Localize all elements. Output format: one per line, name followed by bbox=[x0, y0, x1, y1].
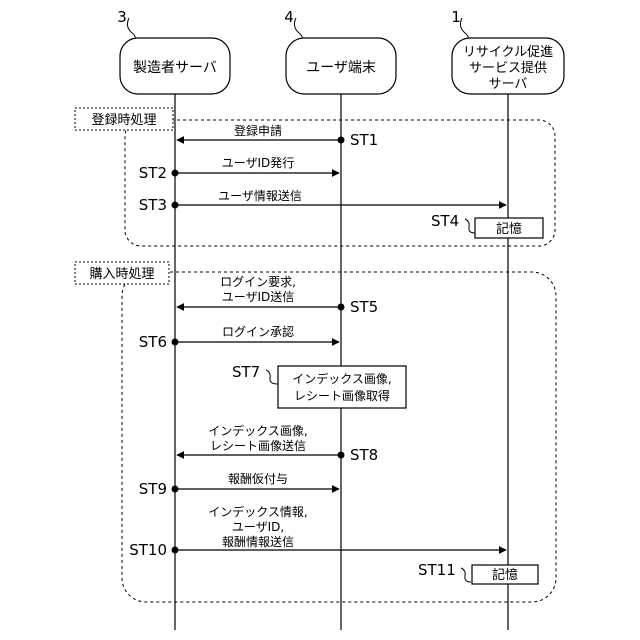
message-label: 報酬情報送信 bbox=[222, 534, 294, 549]
actor-label: サービス提供 bbox=[469, 60, 547, 76]
actor-manufacturer-server: 3 製造者サーバ bbox=[117, 8, 230, 94]
process-st7: ST7 インデックス画像, レシート画像取得 bbox=[232, 363, 406, 408]
actor-label: ユーザ端末 bbox=[306, 60, 376, 76]
process-label: 記憶 bbox=[492, 567, 518, 583]
step-label: ST2 bbox=[139, 164, 167, 182]
message-label: ログイン承認 bbox=[222, 324, 294, 339]
phase-label: 登録時処理 bbox=[91, 113, 156, 128]
message-st10: インデックス情報, ユーザID, 報酬情報送信 ST10 bbox=[129, 504, 506, 559]
step-label: ST3 bbox=[139, 196, 167, 214]
message-st5: ログイン要求, ユーザID送信 ST5 bbox=[177, 275, 378, 316]
actor-ref-number: 4 bbox=[284, 8, 294, 26]
process-st4: ST4 記憶 bbox=[431, 212, 543, 238]
message-label: ユーザID発行 bbox=[222, 156, 295, 170]
message-st8: インデックス画像, レシート画像送信 ST8 bbox=[177, 423, 378, 464]
step-label: ST8 bbox=[350, 446, 378, 464]
message-label: ユーザ情報送信 bbox=[218, 188, 302, 203]
step-label: ST9 bbox=[139, 480, 167, 498]
message-label: ユーザID送信 bbox=[222, 289, 295, 304]
process-label: レシート画像取得 bbox=[294, 388, 390, 403]
actor-user-terminal: 4 ユーザ端末 bbox=[284, 8, 396, 94]
actor-label: 製造者サーバ bbox=[133, 60, 217, 76]
message-label: 報酬仮付与 bbox=[228, 472, 288, 486]
message-label: レシート画像送信 bbox=[210, 438, 306, 453]
process-st11: ST11 記憶 bbox=[418, 561, 538, 584]
message-st3: ユーザ情報送信 ST3 bbox=[139, 188, 506, 214]
phase-label: 購入時処理 bbox=[89, 267, 154, 282]
process-label: 記憶 bbox=[496, 221, 522, 237]
message-label: インデックス情報, bbox=[208, 504, 307, 519]
message-st6: ログイン承認 ST6 bbox=[139, 324, 339, 351]
message-label: インデックス画像, bbox=[208, 423, 307, 438]
step-label: ST11 bbox=[418, 561, 456, 579]
step-label: ST6 bbox=[139, 333, 167, 351]
message-st9: 報酬仮付与 ST9 bbox=[139, 472, 339, 498]
actor-ref-number: 1 bbox=[451, 8, 461, 26]
process-label: インデックス画像, bbox=[292, 371, 391, 386]
actor-label: リサイクル促進 bbox=[463, 45, 553, 60]
step-label: ST5 bbox=[350, 298, 378, 316]
step-label: ST4 bbox=[431, 212, 459, 230]
message-label: ログイン要求, bbox=[220, 275, 296, 289]
message-st2: ユーザID発行 ST2 bbox=[139, 156, 339, 182]
actor-recycling-service-server: 1 リサイクル促進 サービス提供 サーバ bbox=[451, 8, 564, 94]
step-label: ST7 bbox=[232, 363, 260, 381]
message-st1: 登録申請 ST1 bbox=[177, 123, 378, 149]
actor-label: サーバ bbox=[489, 77, 528, 92]
step-label: ST10 bbox=[129, 541, 167, 559]
message-label: 登録申請 bbox=[234, 123, 282, 138]
actor-ref-number: 3 bbox=[117, 8, 127, 26]
step-label: ST1 bbox=[350, 131, 378, 149]
message-label: ユーザID, bbox=[232, 520, 284, 534]
